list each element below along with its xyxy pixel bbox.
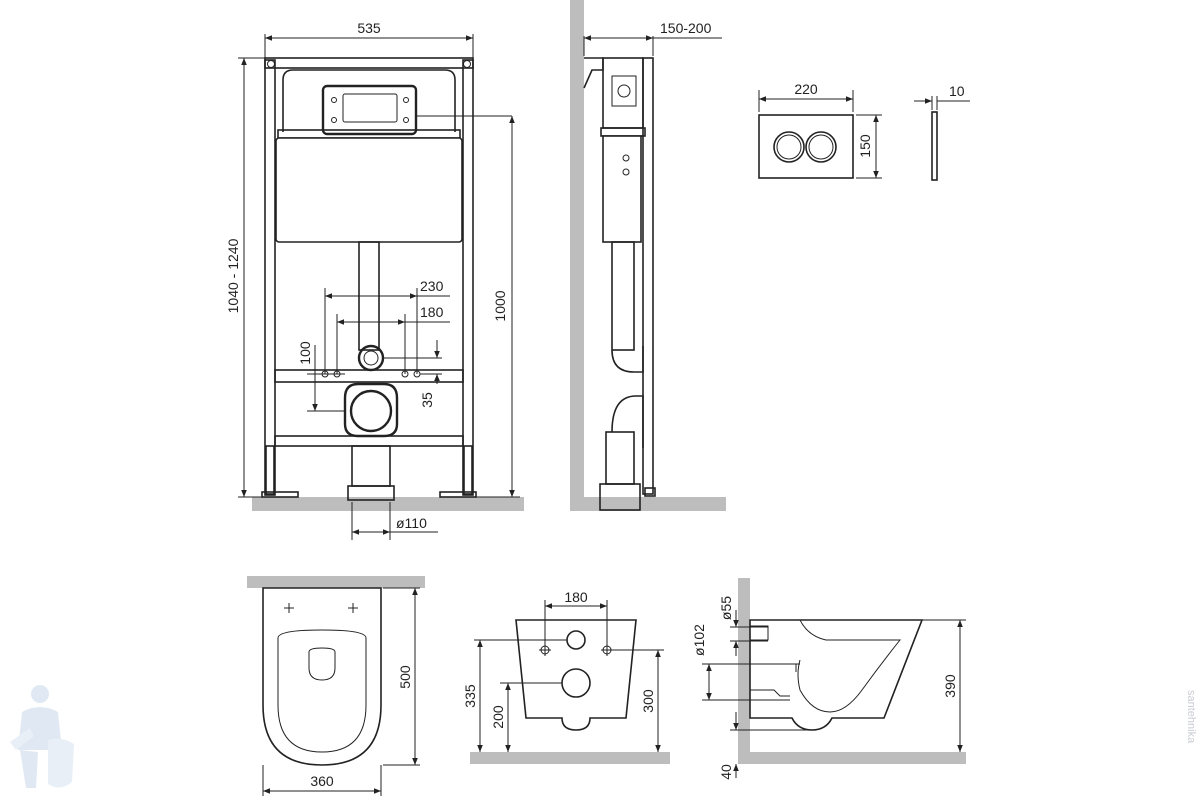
bowl-back-outline (515, 619, 637, 731)
dim-height-200: 200 (490, 705, 506, 729)
bowl-back-inlet (566, 630, 586, 650)
dim-offset-35: 35 (419, 392, 435, 408)
dim-offset-100: 100 (297, 341, 313, 365)
flush-button-small[interactable] (773, 131, 805, 163)
dim-height-range: 1040 - 1240 (225, 238, 241, 313)
frame-crossbar (274, 369, 464, 383)
watermark-text: santehnika (1185, 690, 1197, 744)
flush-button-large[interactable] (805, 131, 837, 163)
dim-height-335: 335 (462, 684, 478, 708)
drain-outlet (349, 389, 393, 433)
dim-frame-width: 535 (357, 20, 381, 36)
service-opening (321, 84, 418, 136)
side-view: 150-200 (570, 0, 726, 511)
side-frame-upright (642, 57, 654, 495)
bowl-top-view: 500 360 (247, 576, 425, 796)
dim-height-390: 390 (942, 674, 958, 698)
frame-right-upright (462, 59, 474, 496)
flush-plate: 220 150 10 (758, 81, 970, 181)
dim-bolt-spacing: 180 (564, 589, 588, 605)
flush-plate-face (758, 114, 854, 179)
dim-bowl-width: 360 (310, 773, 334, 789)
dim-height-top: 1000 (492, 290, 508, 321)
cistern-top (282, 69, 456, 132)
side-cistern-top (602, 57, 644, 129)
frame-top-bar (264, 57, 474, 69)
dim-height-300: 300 (640, 689, 656, 713)
bowl-side-outline (749, 619, 924, 731)
dim-outlet-diameter: ø102 (691, 624, 707, 656)
drain-bracket (343, 382, 399, 438)
dim-spacing-outer: 230 (420, 278, 444, 294)
bowl-top-seat (277, 629, 367, 753)
dim-plate-thickness: 10 (949, 83, 965, 99)
dim-spacing-inner: 180 (420, 304, 444, 320)
bowl-side-view: ø55 ø102 390 40 (691, 578, 966, 780)
wall (570, 0, 584, 511)
svg-text:santehnika: santehnika (1185, 690, 1197, 744)
side-cistern-body (602, 135, 642, 243)
bowl-top-outline (262, 587, 382, 766)
dim-gap-40: 40 (718, 764, 734, 780)
dim-side-depth: 150-200 (660, 20, 712, 36)
dim-drain-diameter: ø110 (396, 515, 427, 531)
dim-bowl-length: 500 (397, 665, 413, 689)
watermark-plumber (10, 685, 74, 788)
cistern-body (275, 137, 463, 243)
front-view: 535 1040 - 1240 1000 230 180 100 (225, 20, 524, 540)
bowl-back-view: 180 335 200 300 (462, 589, 670, 764)
bowl-back-outlet (561, 668, 591, 698)
dim-plate-height: 150 (857, 134, 873, 158)
frame-left-upright (264, 59, 276, 496)
dim-plate-width: 220 (794, 81, 818, 97)
flush-plate-side (931, 111, 938, 181)
dim-inlet-diameter: ø55 (718, 596, 734, 620)
floor (252, 497, 524, 511)
